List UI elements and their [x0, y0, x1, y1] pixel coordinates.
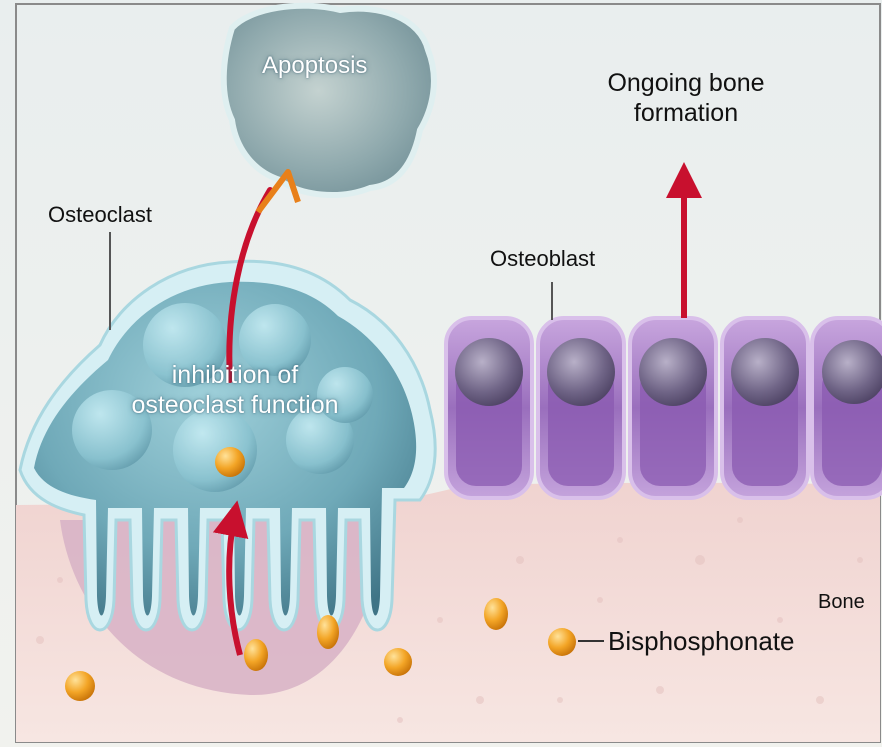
orange-sphere-icon [548, 628, 576, 656]
orange-sphere-icon [317, 615, 339, 649]
orange-sphere-icon [384, 648, 412, 676]
osteoclast-label: Osteoclast [48, 202, 152, 228]
osteoblast-nucleus [731, 338, 799, 406]
osteoblast-label: Osteoblast [490, 246, 595, 272]
bone-label: Bone [818, 590, 865, 614]
ongoing-bone-formation-label: Ongoing bone formation [598, 68, 774, 128]
orange-sphere-icon [244, 639, 268, 671]
osteoblast-nucleus [547, 338, 615, 406]
orange-sphere-icon [65, 671, 95, 701]
orange-sphere-icon [215, 447, 245, 477]
osteoblast-nucleus [455, 338, 523, 406]
inhibition-label: inhibition of osteoclast function [110, 360, 360, 420]
orange-sphere-icon [484, 598, 508, 630]
osteoblast-nucleus [639, 338, 707, 406]
inhibition-line2: osteoclast function [110, 390, 360, 420]
apoptotic-cell [224, 6, 434, 195]
osteoblast-cells [446, 318, 882, 498]
ongoing-bone-formation-line1: Ongoing bone [598, 68, 774, 98]
ongoing-bone-formation-line2: formation [598, 98, 774, 128]
bisphosphonate-label: Bisphosphonate [608, 626, 794, 657]
apoptosis-label: Apoptosis [262, 52, 367, 81]
inhibition-line1: inhibition of [110, 360, 360, 390]
